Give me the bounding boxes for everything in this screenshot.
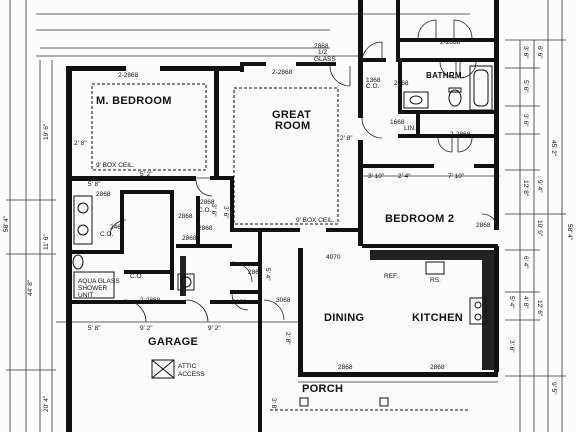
box-ceilings: [91, 83, 339, 225]
room-label-dining: DINING: [324, 312, 364, 324]
dimension-label: 5' 8": [88, 181, 101, 188]
dimension-label: 4' 8": [522, 296, 529, 309]
dimension-label: 20' 4": [43, 395, 50, 412]
door-label: 2868: [198, 225, 213, 232]
door-label: 2468: [110, 224, 125, 231]
note-ref: REF.: [384, 273, 398, 280]
room-label-bedroom2: BEDROOM 2: [385, 213, 454, 225]
door-label: 2868: [232, 299, 247, 306]
door-label: 2-2868: [118, 72, 139, 79]
room-label-bathroom: BATHRM.: [426, 71, 464, 80]
dimension-label: 5' 6": [522, 80, 529, 93]
dimension-label: 9' 5": [550, 382, 557, 395]
door-label: 4070: [326, 254, 341, 261]
notes: 9' BOX CEIL. 9' BOX CEIL. AQUA GLASS SHO…: [78, 49, 441, 378]
room-label-great-room-line1: GREAT: [272, 109, 311, 121]
dimension-label: 6' 4": [522, 256, 529, 269]
note-aqua-2: SHOWER: [78, 285, 108, 292]
note-lin: LIN.: [404, 125, 416, 132]
note-co-c: C.O.: [100, 231, 114, 238]
note-box-ceil-great: 9' BOX CEIL.: [296, 217, 335, 224]
door-label: 1668: [390, 119, 405, 126]
note-glass-2: GLASS: [314, 56, 336, 63]
door-label: 2868: [248, 269, 263, 276]
dimension-label: 3' 6": [222, 206, 229, 219]
dimension-label: 2' 8": [340, 135, 353, 142]
dimension-label: 7' 10": [448, 173, 465, 180]
door-label: 2868: [338, 364, 353, 371]
note-attic-1: ATTIC: [178, 363, 197, 370]
room-label-garage: GARAGE: [148, 336, 198, 348]
room-label-great-room-line2: ROOM: [275, 120, 310, 132]
note-rs: RS.: [430, 277, 441, 284]
dimension-label: 3' 10": [368, 173, 385, 180]
dimension-label: 2' 4": [398, 173, 411, 180]
note-box-ceil-master: 9' BOX CEIL.: [96, 162, 135, 169]
fixtures: [72, 65, 498, 411]
dimension-label: 3' 8": [270, 398, 277, 411]
note-co-a: C.O.: [366, 83, 380, 90]
dimension-label: 10' 9": [536, 220, 543, 237]
door-label: 2-2868: [272, 69, 293, 76]
room-label-kitchen: KITCHEN: [412, 312, 463, 324]
note-attic-2: ACCESS: [178, 371, 205, 378]
note-co-b: C.O.: [198, 207, 212, 214]
door-label: 2868: [178, 213, 193, 220]
dimension-label: 9' 2": [208, 325, 221, 332]
door-label: 2-2868: [440, 39, 461, 46]
door-label: 2868: [394, 80, 409, 87]
door-label: 1368: [366, 77, 381, 84]
door-label: 2868: [314, 43, 329, 50]
room-label-porch: PORCH: [302, 383, 343, 395]
note-co-d: C.O.: [130, 273, 144, 280]
dimension-label: 5' 2": [140, 171, 153, 178]
room-label-master-bedroom: M. BEDROOM: [96, 95, 172, 107]
dimension-labels: 58' 4" 19' 6" 44' 8" 11' 6" 20' 4" 58' 4…: [3, 46, 573, 412]
dimension-label: 58' 4": [566, 224, 573, 241]
dimension-label: 11' 6": [43, 234, 50, 250]
room-labels: M. BEDROOM GREAT ROOM BATHRM. BEDROOM 2 …: [96, 71, 464, 395]
door-label: 2868: [200, 199, 215, 206]
door-label: 2868: [182, 235, 197, 242]
door-labels: 2-2868 2-2868 2868 2-2868 1368 2868 1668…: [96, 39, 491, 371]
dimension-label: 9' 4": [536, 180, 543, 193]
dimension-label: 3' 6": [210, 204, 217, 217]
door-label: 2868: [476, 222, 491, 229]
door-label: 2868: [96, 191, 111, 198]
dimension-label: 5' 4": [264, 268, 271, 281]
dimension-label: 3' 6": [522, 46, 529, 59]
note-aqua-3: UNIT: [78, 292, 93, 299]
door-label: 2-2868: [140, 297, 161, 304]
dimension-label: 2' 8": [284, 332, 291, 345]
dimension-label: 12' 8": [522, 180, 529, 197]
dimension-label: 3' 6": [522, 114, 529, 127]
dimension-label: 2' 8": [74, 140, 87, 147]
dimension-label: 5' 4": [508, 296, 515, 309]
note-glass-1: 1/2: [318, 49, 327, 56]
door-swings: [109, 19, 499, 323]
dimension-label: 44' 8": [27, 279, 34, 296]
dimension-label: 6' 6": [536, 46, 543, 59]
dimension-label: 9' 2": [140, 325, 153, 332]
note-aqua-1: AQUA GLASS: [78, 278, 120, 285]
door-label: 2-2868: [450, 131, 471, 138]
dimension-label: 3' 6": [508, 340, 515, 353]
dimension-label: 5' 8": [88, 325, 101, 332]
door-label: 3068: [276, 297, 291, 304]
walls: [66, 0, 499, 432]
dimension-label: 19' 6": [43, 123, 50, 140]
dimension-label: 58' 4": [3, 215, 10, 232]
dimension-label: 12' 6": [536, 300, 543, 317]
door-label: 2868: [430, 364, 445, 371]
dimension-label: 45' 2": [550, 140, 557, 157]
